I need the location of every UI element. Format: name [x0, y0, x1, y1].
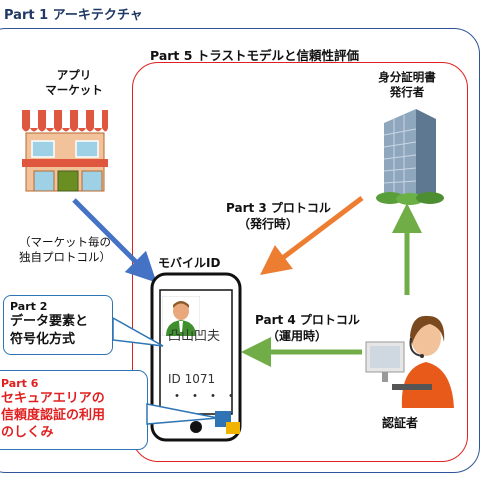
office-building-icon [376, 109, 444, 205]
part3-protocol-label: Part 3 プロトコル （発行時） [226, 201, 331, 231]
part4-protocol-label: Part 4 プロトコル （運用時） [255, 313, 360, 343]
part6-number: Part 6 [1, 377, 39, 390]
part6-line3: のしくみ [1, 425, 54, 440]
part6-line1: セキュアエリアの [1, 391, 105, 406]
verifier-label: 認証者 [382, 416, 419, 430]
mobile-id-label: モバイルID [158, 256, 221, 270]
issuer-to-mobile-arrow [260, 196, 364, 276]
store-icon [22, 110, 108, 192]
architecture-title: Part 1 アーキテクチャ [4, 8, 143, 23]
part6-callout: Part 6 セキュアエリアの 信頼度認証の利用 のしくみ [0, 370, 148, 450]
market-to-mobile-arrow [72, 198, 157, 283]
verifier-operator-icon [365, 315, 454, 408]
part2-callout: Part 2 データ要素と 符号化方式 [3, 295, 113, 355]
user-avatar-icon [162, 296, 200, 336]
issuer-label: 身分証明書 発行者 [378, 70, 436, 99]
app-market-label: アプリ マーケット [45, 68, 103, 97]
market-protocol-label: （マーケット毎の 独自プロトコル） [19, 235, 111, 264]
part2-number: Part 2 [10, 300, 48, 313]
trust-model-title: Part 5 トラストモデルと信頼性評価 [150, 48, 360, 63]
part2-line2: 符号化方式 [10, 332, 76, 347]
holder-more-dots: ・・・・ [170, 389, 242, 405]
holder-name: 凸山凹夫 [168, 329, 221, 344]
holder-id: ID 1071 [168, 372, 216, 386]
secure-element-chip-icon [215, 411, 240, 434]
part2-line1: データ要素と [10, 314, 89, 329]
part6-line2: 信頼度認証の利用 [1, 408, 106, 423]
